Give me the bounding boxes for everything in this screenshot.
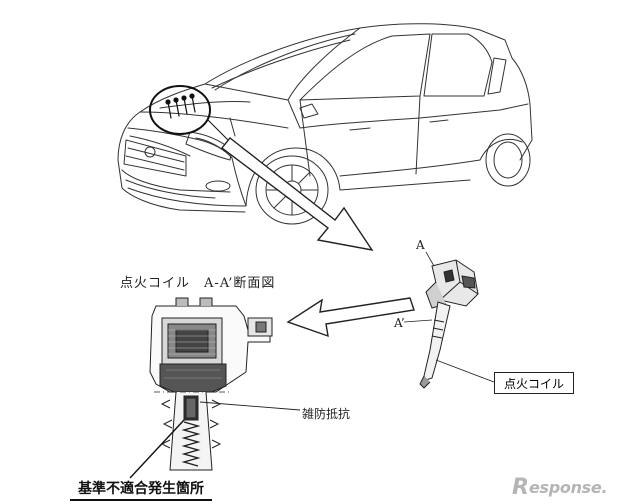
ignition-coil-label: 点火コイル xyxy=(503,376,564,391)
coil-cross-section xyxy=(149,297,273,471)
watermark-text: esponse. xyxy=(528,477,608,497)
arrow-to-coil xyxy=(221,137,374,251)
ignition-coil-drawing xyxy=(403,251,495,389)
car-illustration xyxy=(117,23,533,225)
defect-location-label: 基準不適合発生箇所 xyxy=(70,478,212,501)
engine-highlight-circle xyxy=(149,85,211,135)
arrow-to-section xyxy=(286,297,415,338)
defect-leader xyxy=(129,419,185,479)
ignition-coil-label-box: 点火コイル xyxy=(494,372,574,394)
noise-resistor-label: 雑防抵抗 xyxy=(302,407,351,421)
watermark-initial: R xyxy=(512,474,529,500)
section-title: 点火コイル A-A’断面図 xyxy=(120,276,276,291)
marker-a-prime-label: A’ xyxy=(394,316,405,330)
noise-resistor-leader xyxy=(199,401,301,411)
marker-a-label: A xyxy=(416,238,425,252)
